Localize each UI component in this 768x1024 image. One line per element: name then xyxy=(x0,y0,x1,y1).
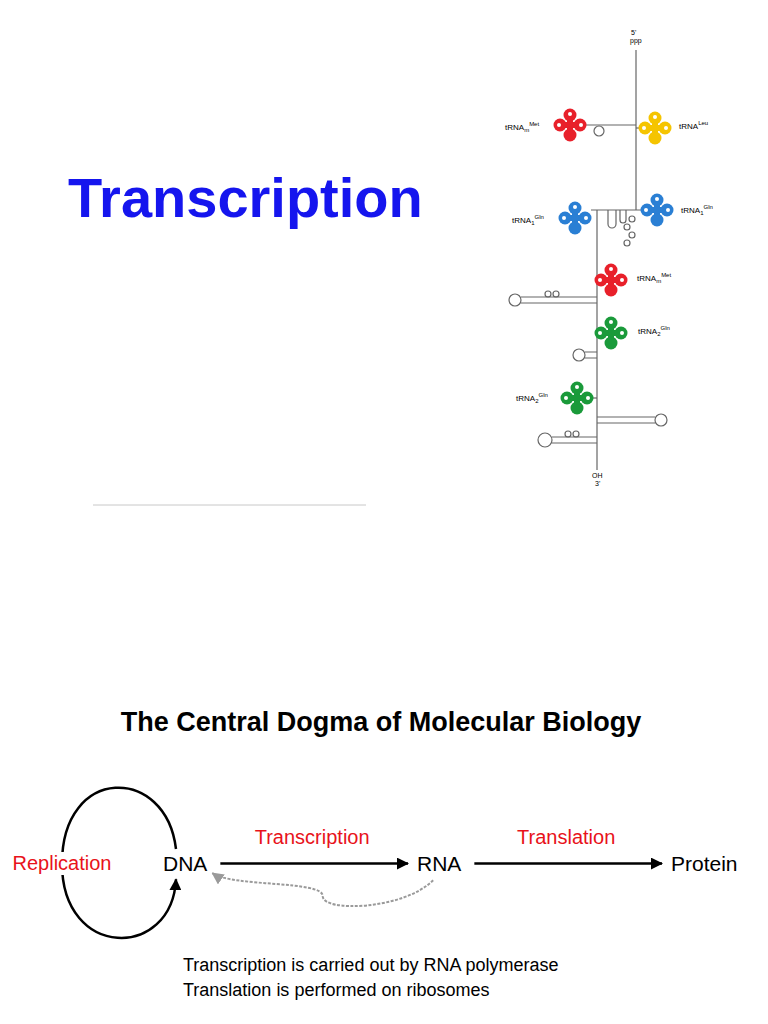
trna-subscript: 2 xyxy=(657,331,660,337)
trna-name: tRNA xyxy=(516,394,535,403)
trna-subscript: m xyxy=(656,278,661,284)
trna-superscript: Gln xyxy=(660,325,669,331)
trna-superscript: Gln xyxy=(538,392,547,398)
trna-cloverleaf xyxy=(595,317,628,350)
rna-loop xyxy=(573,349,585,361)
trna-label: tRNAmMet xyxy=(637,272,671,284)
trna-subscript: m xyxy=(524,127,529,133)
node-text: RNA xyxy=(417,851,461,876)
trna-subscript: 1 xyxy=(700,210,703,216)
rna-strand xyxy=(596,210,597,470)
slide-title: The Central Dogma of Molecular Biology xyxy=(0,707,762,738)
term-node: RNA xyxy=(414,850,464,877)
rna-strand xyxy=(509,50,667,470)
trna-cloverleaf xyxy=(559,202,592,235)
rna-strand xyxy=(620,210,626,223)
rna-loop xyxy=(538,433,552,447)
process-label: Transcription xyxy=(253,826,372,849)
trna-name: tRNA xyxy=(637,274,656,283)
rna-strand xyxy=(552,437,597,443)
trna-superscript: Gln xyxy=(534,214,543,220)
rna-loop xyxy=(573,431,579,437)
reverse-transcription-arrow xyxy=(212,873,433,906)
trna-name: tRNA xyxy=(505,123,524,132)
trna-name: tRNA xyxy=(638,327,657,336)
trna-subscript: 1 xyxy=(531,220,534,226)
flow-arrow xyxy=(220,862,408,865)
rna-strand xyxy=(597,417,655,423)
trna-superscript: Leu xyxy=(698,120,708,126)
rna-loop xyxy=(594,126,604,136)
trna-label: tRNA2Gln xyxy=(516,392,548,404)
trna-name: tRNA xyxy=(512,216,531,225)
process-label: Translation xyxy=(515,826,617,849)
end-label: OH xyxy=(592,472,603,480)
trna-label: tRNA2Gln xyxy=(638,325,670,337)
trna-name: tRNA xyxy=(679,122,698,131)
trna-label: tRNA1Gln xyxy=(681,204,713,216)
trna-cloverleaf xyxy=(641,194,674,227)
rna-strand xyxy=(608,210,616,228)
rna-loop xyxy=(629,232,635,238)
rna-strand xyxy=(521,297,597,303)
rna-loop xyxy=(624,224,630,230)
node-text: Protein xyxy=(671,851,738,876)
trna-superscript: Met xyxy=(661,272,671,278)
trna-superscript: Gln xyxy=(703,204,712,210)
rna-loop xyxy=(655,414,667,426)
trna-cloverleaf xyxy=(561,382,594,415)
rna-loop xyxy=(509,294,521,306)
trna-superscript: Met xyxy=(529,121,539,127)
slide-heading: Transcription xyxy=(68,166,423,230)
trna-cloverleaf xyxy=(639,112,672,145)
rna-strand xyxy=(585,352,597,358)
rna-loop xyxy=(565,431,571,437)
flow-arrow xyxy=(474,862,662,865)
node-text: DNA xyxy=(163,851,207,876)
rna-strand xyxy=(93,505,366,506)
rna-loop xyxy=(629,216,635,222)
trna-cloverleaf xyxy=(595,264,628,297)
trna-label: tRNAmMet xyxy=(505,121,539,133)
note-text: Transcription is carried out by RNA poly… xyxy=(183,955,558,976)
term-node: DNA xyxy=(160,850,210,877)
trna-subscript: 2 xyxy=(535,398,538,404)
end-label: 3' xyxy=(595,480,600,488)
rna-loop xyxy=(545,291,551,297)
end-label: 5' xyxy=(631,29,636,37)
trna-label: tRNA1Gln xyxy=(512,214,544,226)
process-label: Replication xyxy=(11,852,114,875)
rna-loop xyxy=(624,240,630,246)
end-label: ppp xyxy=(630,37,642,45)
trna-name: tRNA xyxy=(681,206,700,215)
term-node: Protein xyxy=(668,850,741,877)
rna-loop xyxy=(553,291,559,297)
rna-strand xyxy=(586,124,636,125)
trna-cloverleaf xyxy=(554,109,587,142)
trna-label: tRNALeu xyxy=(679,120,708,131)
rna-strand xyxy=(635,50,636,210)
note-text: Translation is performed on ribosomes xyxy=(183,980,489,1001)
